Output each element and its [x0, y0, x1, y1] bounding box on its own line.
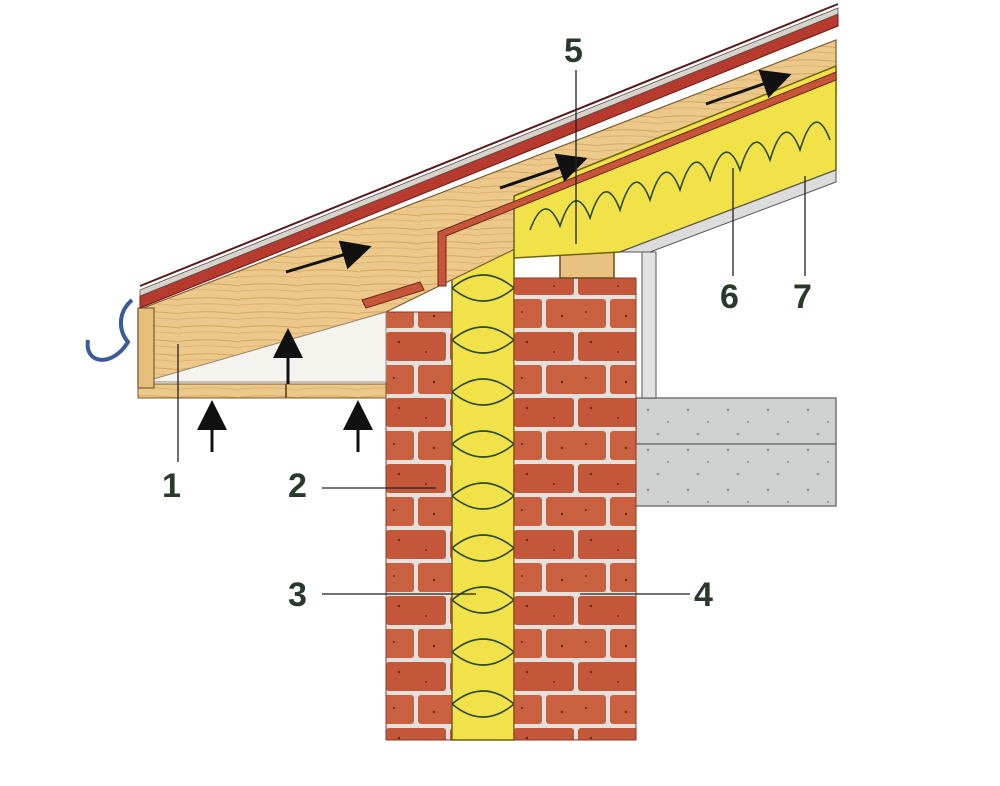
soffit-board — [137, 383, 387, 399]
internal-wall-lining — [641, 251, 657, 399]
callout-5: 5 — [564, 32, 583, 70]
fascia-board — [137, 307, 155, 389]
tilting-fillet — [361, 281, 425, 309]
callout-2: 2 — [288, 467, 307, 505]
roof-underlay — [437, 71, 837, 287]
callout-1: 1 — [162, 467, 181, 505]
outer-brick-wall — [385, 311, 453, 741]
inner-brick-wall — [513, 277, 637, 741]
roof-covering — [139, 3, 839, 309]
callout-4: 4 — [694, 576, 713, 614]
callout-6: 6 — [720, 278, 739, 316]
leader-lines — [177, 70, 806, 595]
callout-3: 3 — [288, 576, 307, 614]
gutter — [85, 298, 134, 362]
callout-7: 7 — [793, 278, 812, 316]
cavity-insulation — [451, 217, 516, 741]
ceiling-lining — [619, 169, 837, 253]
airflow-arrows — [197, 69, 792, 452]
